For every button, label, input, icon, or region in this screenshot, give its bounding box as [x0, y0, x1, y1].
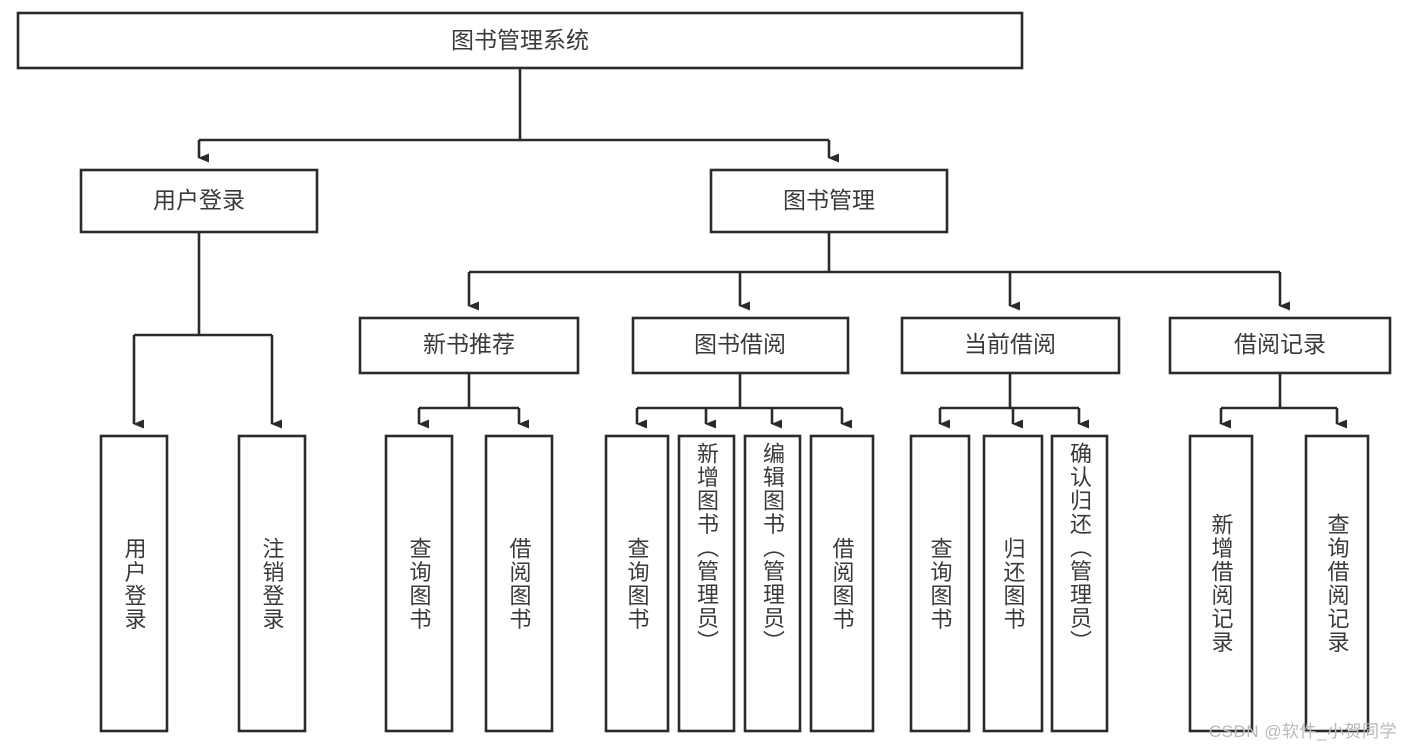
book-borrow-box[interactable] — [631, 316, 850, 375]
current-borrow-box[interactable] — [900, 316, 1121, 375]
leaf-box-logout[interactable] — [237, 434, 307, 733]
node-book-borrow[interactable]: 图书借阅 — [631, 316, 850, 375]
node-book-manage[interactable]: 图书管理 — [709, 168, 949, 234]
node-user-login[interactable]: 用户登录 — [79, 168, 319, 234]
leaf-box-query-book-cb[interactable] — [909, 434, 971, 733]
node-new-book-recommend[interactable]: 新书推荐 — [358, 316, 580, 375]
connector-group-root — [197, 68, 839, 163]
leaf-box-borrow-book-rec[interactable] — [484, 434, 554, 733]
csdn-watermark: CSDN @软件_小贺同学 — [1208, 722, 1397, 741]
leaf-box-borrow-book-bb[interactable] — [809, 434, 875, 733]
book-manage-label: 图书管理 — [783, 187, 875, 213]
connector-group-user-login — [132, 232, 282, 429]
connector-group-book-borrow — [635, 373, 852, 429]
leaf-box-return-book[interactable] — [982, 434, 1044, 733]
leaf-box-query-book-rec[interactable] — [384, 434, 454, 733]
leaf-box-confirm-return[interactable] — [1050, 434, 1109, 733]
book-borrow-label: 图书借阅 — [694, 331, 786, 357]
leaf-box-add-book[interactable] — [677, 434, 736, 733]
connector-group-book-manage — [467, 232, 1290, 311]
user-login-label: 用户登录 — [153, 187, 245, 213]
new-book-recommend-box[interactable] — [358, 316, 580, 375]
leaf-box-query-book-bb[interactable] — [604, 434, 670, 733]
connector-group-new-book-recommend — [417, 373, 529, 429]
book-manage-box[interactable] — [709, 168, 949, 234]
node-borrow-record[interactable]: 借阅记录 — [1168, 316, 1392, 375]
root-label: 图书管理系统 — [451, 27, 589, 53]
user-login-box[interactable] — [79, 168, 319, 234]
leaf-box-add-record[interactable] — [1188, 434, 1254, 733]
connector-group-borrow-record — [1219, 373, 1347, 429]
new-book-recommend-label: 新书推荐 — [423, 331, 515, 357]
borrow-record-box[interactable] — [1168, 316, 1392, 375]
node-root[interactable]: 图书管理系统 — [16, 11, 1024, 70]
connector-group-current-borrow — [938, 373, 1089, 429]
root-box[interactable] — [16, 11, 1024, 70]
leaf-box-query-record[interactable] — [1304, 434, 1370, 733]
current-borrow-label: 当前借阅 — [964, 331, 1056, 357]
borrow-record-label: 借阅记录 — [1234, 331, 1326, 357]
leaf-box-edit-book[interactable] — [743, 434, 802, 733]
node-current-borrow[interactable]: 当前借阅 — [900, 316, 1121, 375]
leaf-box-user-login[interactable] — [99, 434, 169, 733]
